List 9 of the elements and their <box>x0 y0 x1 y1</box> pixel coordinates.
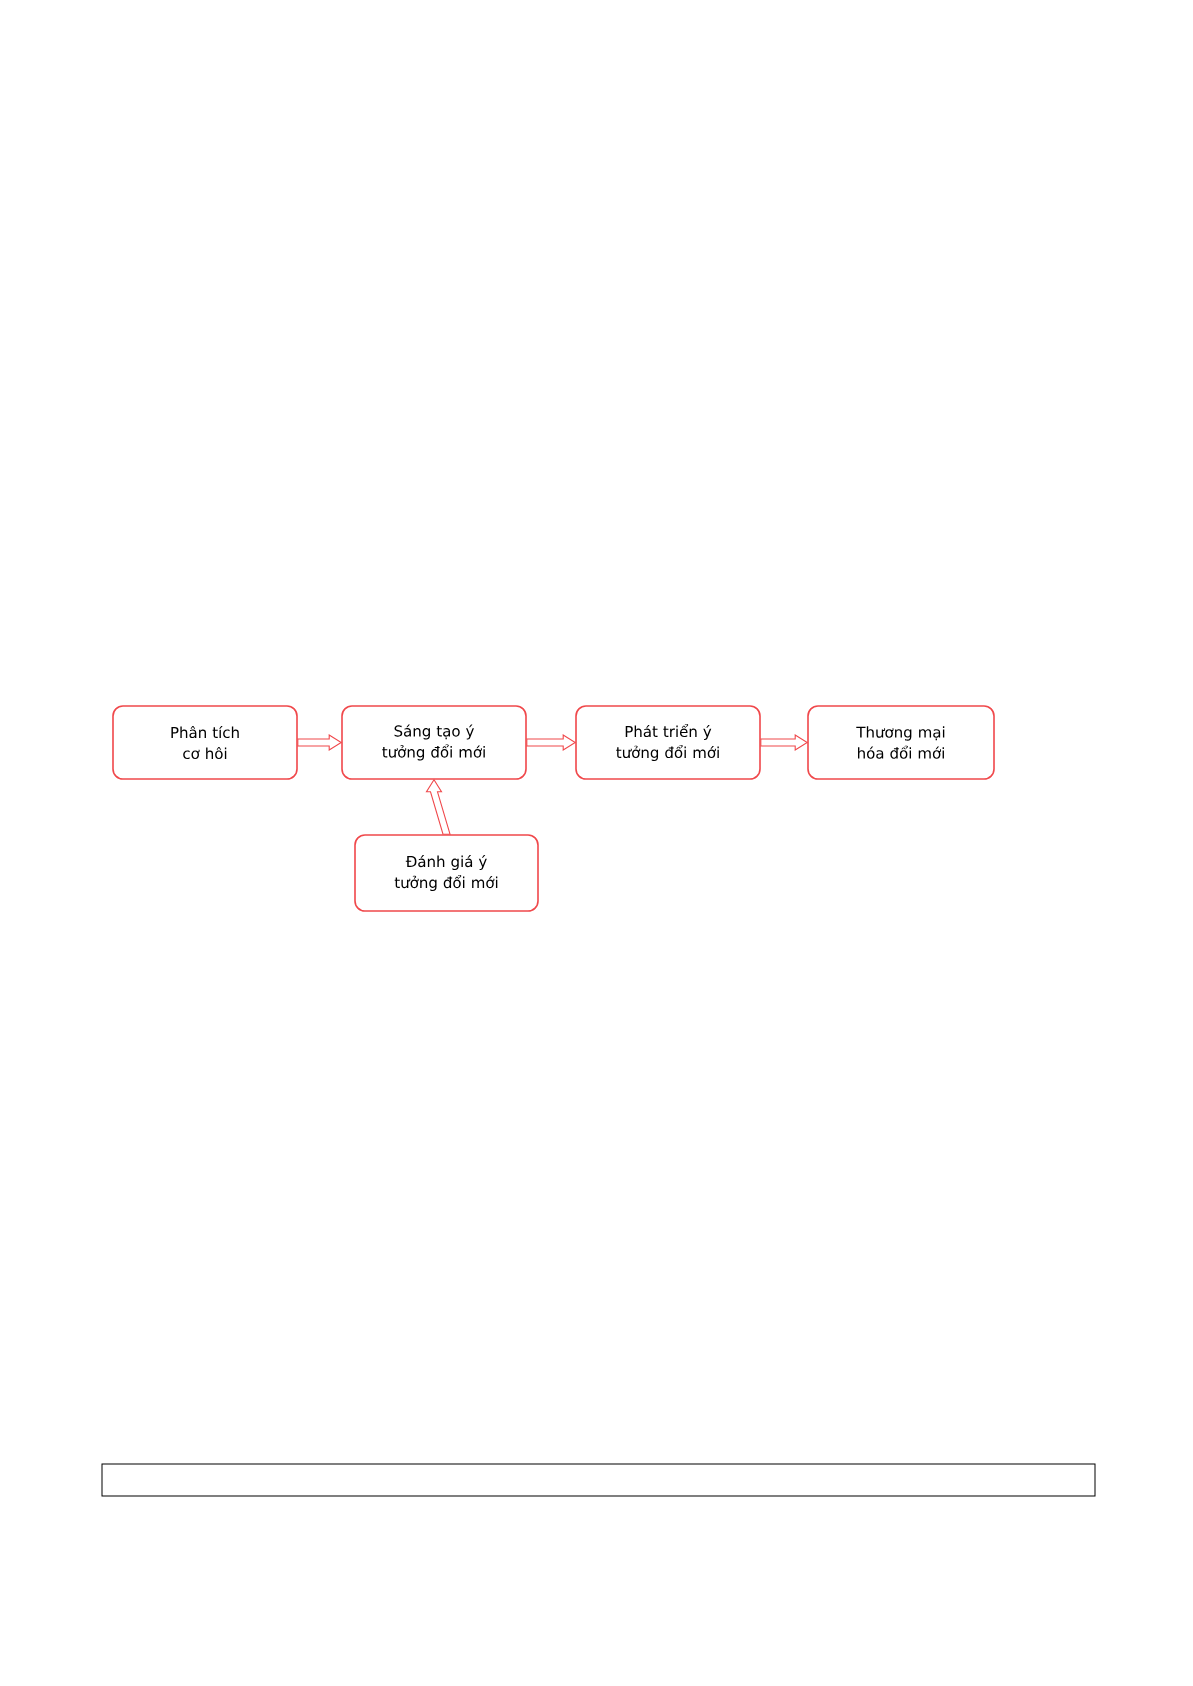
process-box: Phân tích cơ hôi <box>112 705 298 780</box>
process-box: Đánh giá ý tưởng đổi mới <box>354 834 539 912</box>
arrow <box>425 778 451 835</box>
process-box: Thương mại hóa đổi mới <box>807 705 995 780</box>
process-box: Phát triển ý tưởng đổi mới <box>575 705 761 780</box>
arrow <box>760 734 809 751</box>
arrow <box>297 734 343 751</box>
process-box: Sáng tạo ý tưởng đổi mới <box>341 705 527 780</box>
arrow <box>526 734 577 751</box>
